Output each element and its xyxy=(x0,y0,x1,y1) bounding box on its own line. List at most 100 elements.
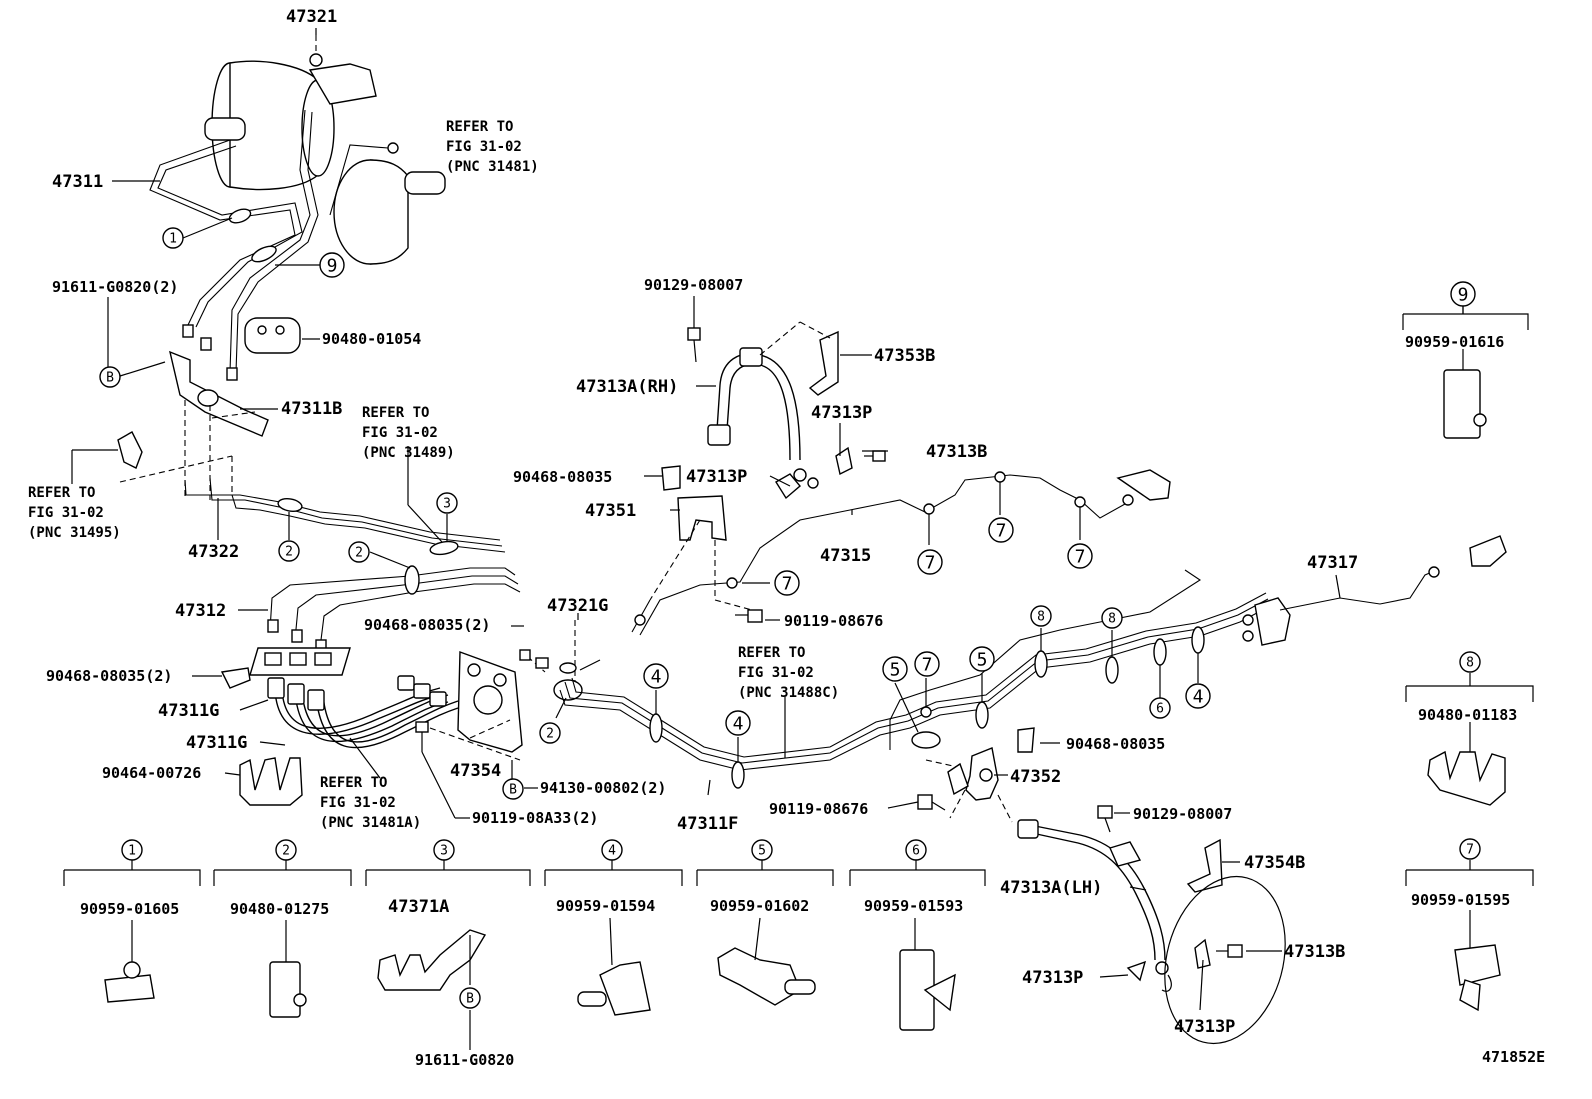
label-90129-08007-b: 90129-08007 xyxy=(1133,805,1232,823)
svg-text:B: B xyxy=(106,371,114,386)
part-labels: 47321 47311 91611-G0820(2) 90480-01054 4… xyxy=(46,7,1545,1069)
label-47312: 47312 xyxy=(175,601,226,621)
svg-text:(PNC 31481): (PNC 31481) xyxy=(446,159,539,175)
svg-text:2: 2 xyxy=(546,727,554,742)
callout-9-a: 9 xyxy=(319,252,345,278)
callout-2-b: 2 xyxy=(348,541,370,563)
callout-4-b: 4 xyxy=(725,710,751,736)
callout-7-c: 7 xyxy=(988,517,1014,543)
svg-text:6: 6 xyxy=(1156,702,1164,717)
grommet-90480-01054 xyxy=(244,317,301,354)
legend-brackets xyxy=(63,306,1534,886)
svg-text:2: 2 xyxy=(282,844,290,859)
svg-text:2: 2 xyxy=(285,545,293,560)
label-47311f: 47311F xyxy=(677,814,738,834)
brake-pipe-47311f xyxy=(559,535,1507,789)
label-90468-08035-a: 90468-08035 xyxy=(513,468,612,486)
hose-47313a-lh xyxy=(1017,819,1172,992)
svg-text:8: 8 xyxy=(1466,656,1474,671)
legend-circle-6: 6 xyxy=(905,839,927,861)
label-47351: 47351 xyxy=(585,501,636,521)
label-90119-08a33-2: 90119-08A33(2) xyxy=(472,809,598,827)
hose-47313a-rh xyxy=(687,327,819,489)
label-47321: 47321 xyxy=(286,7,337,27)
bracket-47353b xyxy=(759,321,839,396)
callout-7-b: 7 xyxy=(917,549,943,575)
label-47317: 47317 xyxy=(1307,553,1358,573)
brake-pipe-47315 xyxy=(631,469,1171,636)
callout-7-a: 7 xyxy=(774,570,800,596)
callout-1-a: 1 xyxy=(162,227,184,249)
svg-text:7: 7 xyxy=(922,655,933,676)
lh-bleeder-detail xyxy=(1126,875,1286,1045)
legend-part-4: 90959-01594 xyxy=(556,897,655,915)
svg-text:8: 8 xyxy=(1037,610,1045,625)
label-47313p-b: 47313P xyxy=(686,467,747,487)
legend-part-2: 90480-01275 xyxy=(230,900,329,918)
legend-part-1: 90959-01605 xyxy=(80,900,179,918)
svg-text:7: 7 xyxy=(1466,843,1474,858)
svg-text:7: 7 xyxy=(1075,547,1086,568)
svg-text:5: 5 xyxy=(977,650,988,671)
label-47354: 47354 xyxy=(450,761,501,781)
svg-text:FIG 31-02: FIG 31-02 xyxy=(320,795,396,811)
clips-47313p-rh xyxy=(775,446,886,500)
label-91611-g0820-2: 91611-G0820(2) xyxy=(52,278,178,296)
label-90468-08035-2-a: 90468-08035(2) xyxy=(364,616,490,634)
callout-7-e: 7 xyxy=(914,651,940,677)
clamp-90464-00726 xyxy=(239,757,303,806)
legend-circle-3: 3 xyxy=(433,839,455,861)
clip-refer-31495 xyxy=(117,431,143,469)
label-47313b-b: 47313B xyxy=(1284,942,1345,962)
svg-text:FIG 31-02: FIG 31-02 xyxy=(28,505,104,521)
svg-text:8: 8 xyxy=(1108,612,1116,627)
legend-circle-1: 1 xyxy=(121,839,143,861)
svg-text:FIG 31-02: FIG 31-02 xyxy=(362,425,438,441)
legend-circle-5: 5 xyxy=(751,839,773,861)
label-47313a-rh: 47313A(RH) xyxy=(576,377,678,397)
label-90119-08676-a: 90119-08676 xyxy=(784,612,883,630)
svg-text:REFER TO: REFER TO xyxy=(28,485,95,501)
bracket-47352 xyxy=(947,747,1013,823)
svg-text:9: 9 xyxy=(1458,285,1469,306)
svg-text:3: 3 xyxy=(443,497,451,512)
callout-5-b: 5 xyxy=(969,646,995,672)
junction-block-47354 xyxy=(249,620,576,761)
callout-8-a: 8 xyxy=(1030,605,1052,627)
legend-part-9: 90959-01616 xyxy=(1405,333,1504,351)
legend-part-8: 90480-01183 xyxy=(1418,706,1517,724)
callout-2-c: 2 xyxy=(539,722,561,744)
callout-7-d: 7 xyxy=(1067,543,1093,569)
label-90119-08676-b: 90119-08676 xyxy=(769,800,868,818)
label-47311b: 47311B xyxy=(281,399,342,419)
svg-text:FIG 31-02: FIG 31-02 xyxy=(738,665,814,681)
label-47313p-c: 47313P xyxy=(1022,968,1083,988)
callout-3-a: 3 xyxy=(436,492,458,514)
svg-text:REFER TO: REFER TO xyxy=(320,775,387,791)
label-47352: 47352 xyxy=(1010,767,1061,787)
legend-circle-9: 9 xyxy=(1450,281,1476,307)
callout-4-c: 4 xyxy=(1185,683,1211,709)
callout-b-a: B xyxy=(99,366,121,388)
flex-hoses-47311g xyxy=(267,675,459,749)
svg-text:4: 4 xyxy=(733,714,744,735)
legend-part-5: 90959-01602 xyxy=(710,897,809,915)
label-90468-08035-c: 90468-08035 xyxy=(1066,735,1165,753)
svg-text:7: 7 xyxy=(782,574,793,595)
svg-text:7: 7 xyxy=(996,521,1007,542)
refer-note-31495: REFER TO FIG 31-02 (PNC 31495) xyxy=(28,485,121,541)
callout-8-b: 8 xyxy=(1101,607,1123,629)
svg-text:3: 3 xyxy=(440,844,448,859)
label-47313p-d: 47313P xyxy=(1174,1017,1235,1037)
svg-text:REFER TO: REFER TO xyxy=(446,119,513,135)
label-47313b-a: 47313B xyxy=(926,442,987,462)
callout-2-a: 2 xyxy=(278,540,300,562)
label-47313p-a: 47313P xyxy=(811,403,872,423)
legend-circle-8: 8 xyxy=(1459,651,1481,673)
svg-text:6: 6 xyxy=(912,844,920,859)
label-47353b: 47353B xyxy=(874,346,935,366)
svg-text:9: 9 xyxy=(327,256,338,277)
bolt-90129-08007-lh xyxy=(1097,805,1113,833)
clip-90468-08035-rh xyxy=(661,465,681,491)
